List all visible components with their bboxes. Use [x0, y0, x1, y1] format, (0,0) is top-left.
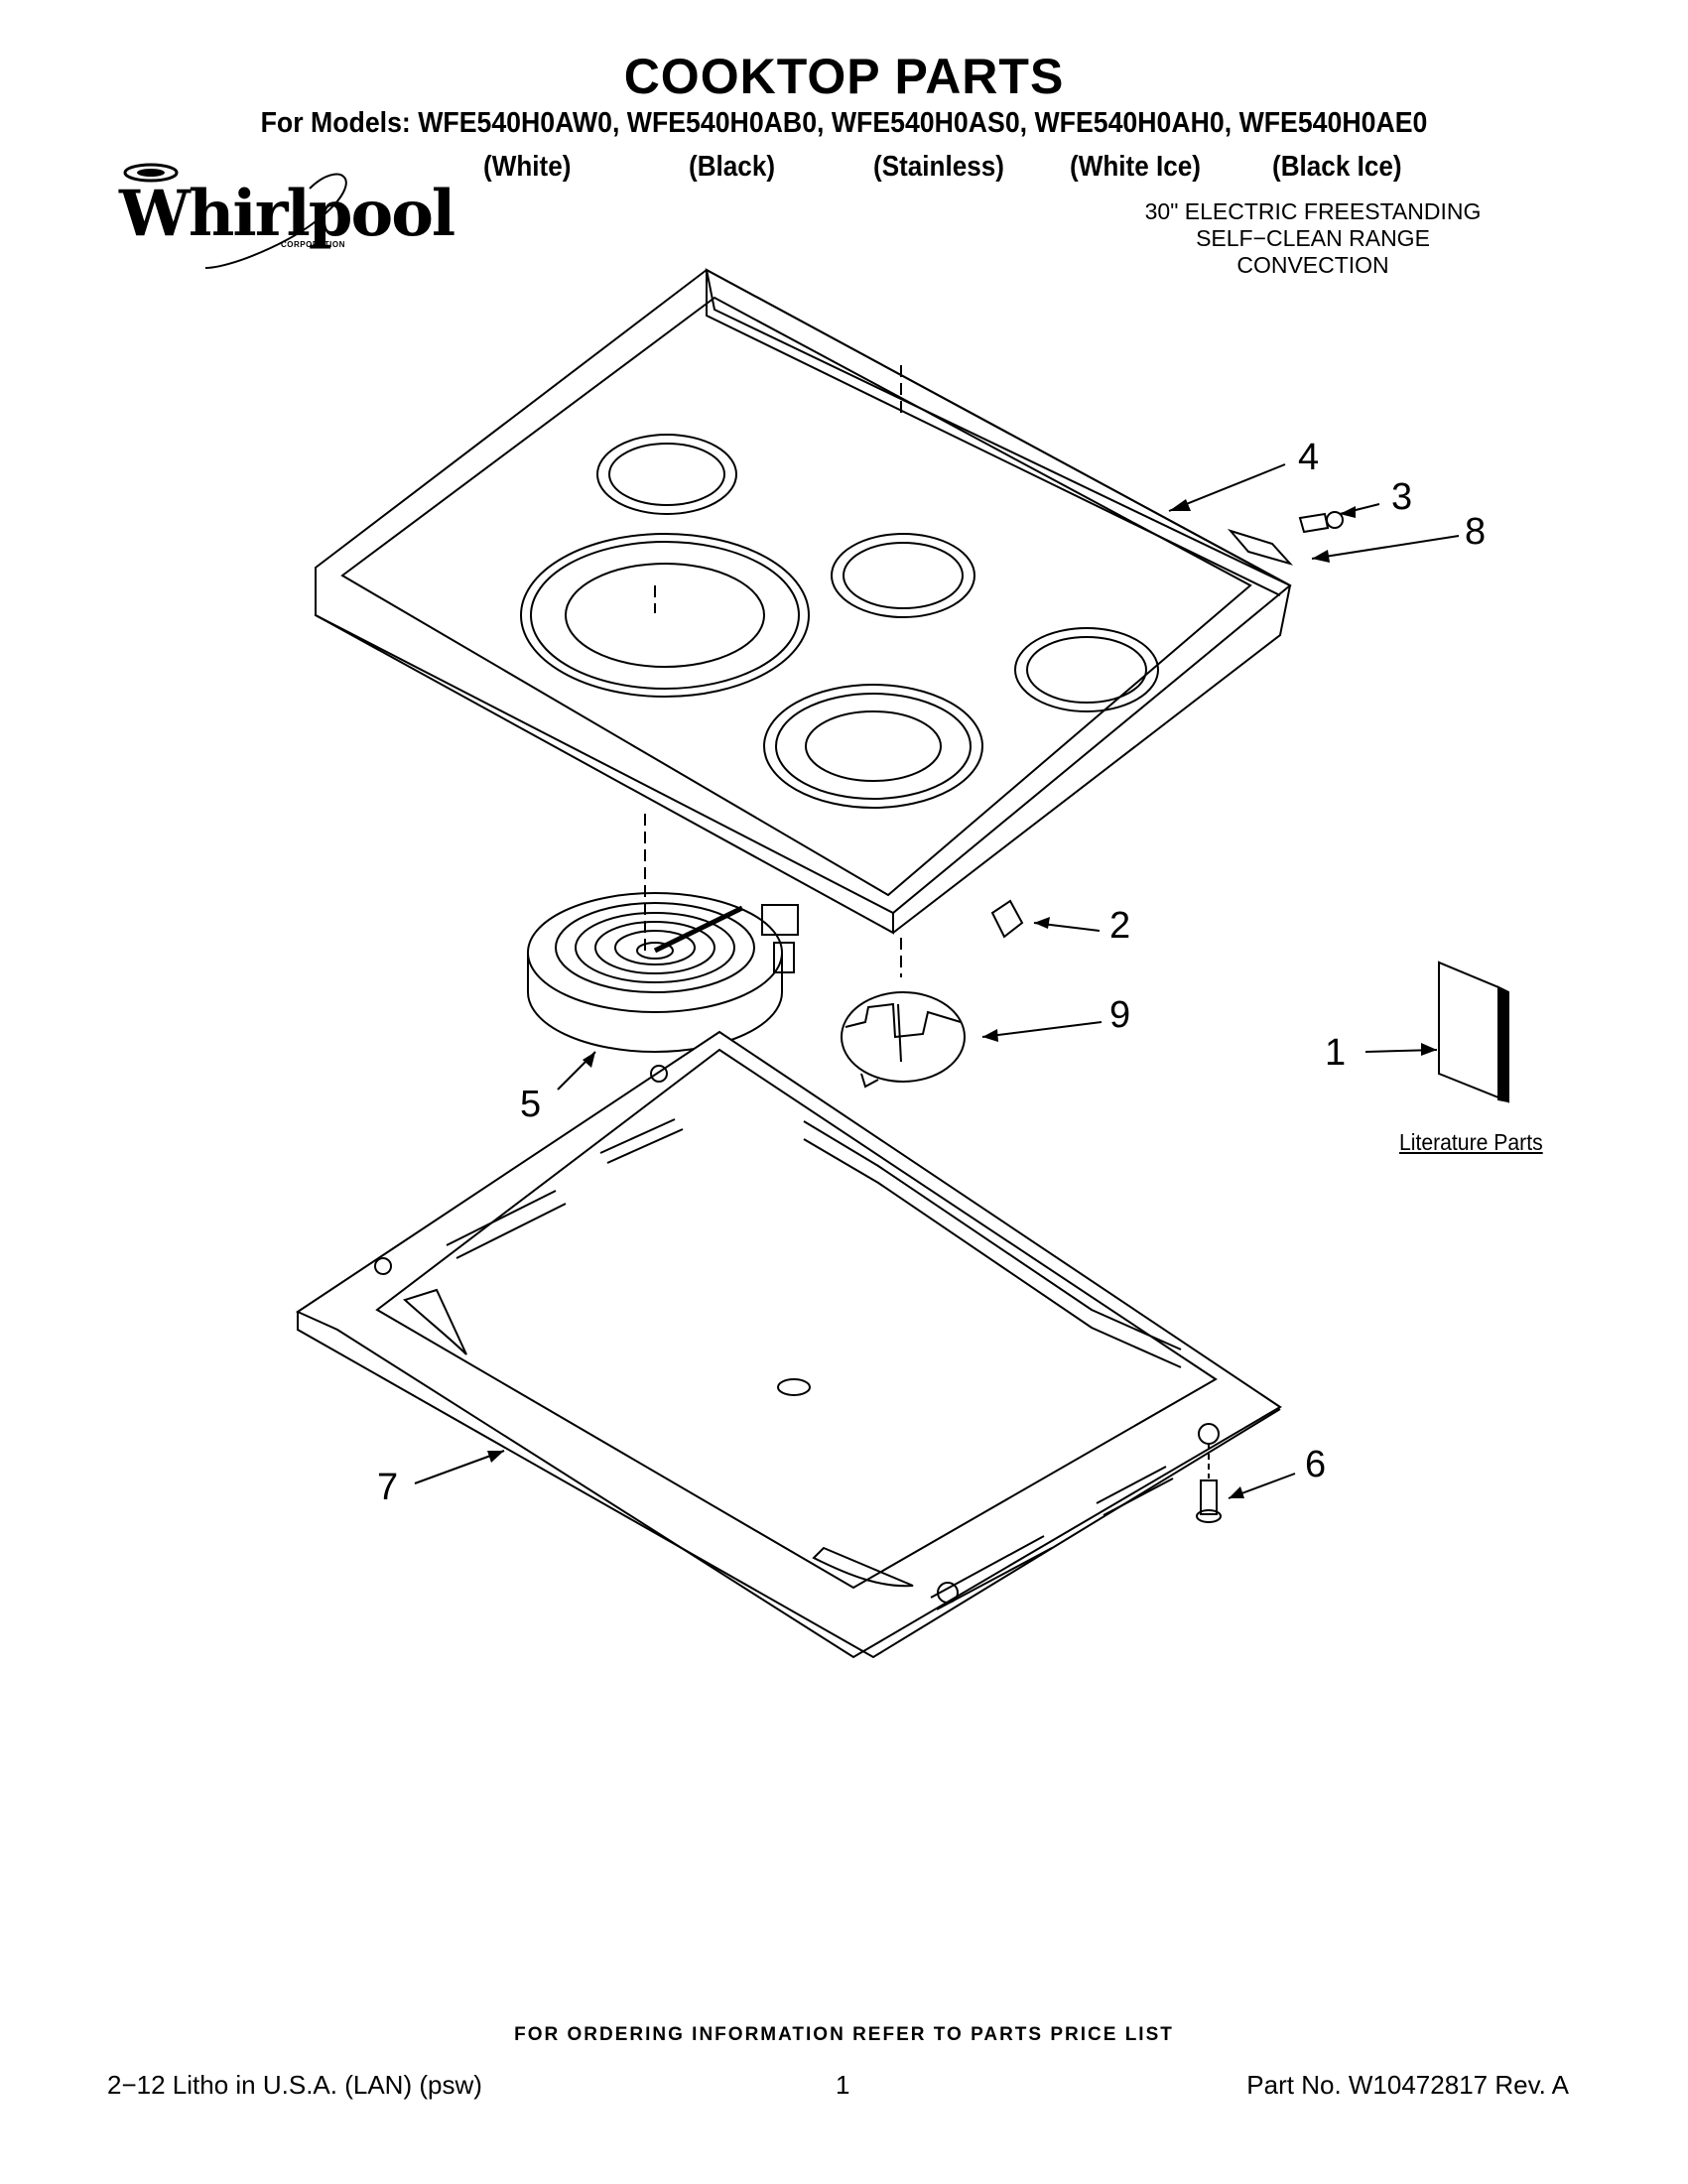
litho-info: 2−12 Litho in U.S.A. (LAN) (psw)	[107, 2070, 482, 2100]
brand-corporation: CORPORATION	[281, 240, 345, 249]
burner-box	[295, 1030, 1282, 1659]
cooktop-glass	[315, 268, 1292, 935]
description-line-3: CONVECTION	[1236, 252, 1389, 278]
models-line: For Models: WFE540H0AW0, WFE540H0AB0, WF…	[260, 107, 1428, 139]
callout-8: 8	[1465, 511, 1487, 553]
brand-logo: Whirlpool	[119, 177, 455, 251]
callout-7: 7	[377, 1467, 399, 1508]
color-white: (White)	[483, 151, 572, 183]
whirlpool-swirl-icon	[123, 163, 347, 269]
callout-4: 4	[1298, 437, 1320, 478]
callout-1: 1	[1325, 1032, 1347, 1074]
color-black-ice: (Black Ice)	[1272, 151, 1402, 183]
leveling-screw	[1196, 1444, 1222, 1523]
page-title: COOKTOP PARTS	[623, 49, 1065, 104]
callout-3: 3	[1391, 476, 1413, 518]
literature-parts-label: Literature Parts	[1399, 1129, 1543, 1155]
callout-9: 9	[1109, 994, 1131, 1036]
arrow-heads	[487, 499, 1437, 1498]
surface-element	[527, 892, 799, 1053]
callout-5: 5	[520, 1084, 542, 1125]
ordering-note: FOR ORDERING INFORMATION REFER TO PARTS …	[514, 2024, 1174, 2045]
insulation-disk	[841, 991, 966, 1089]
color-black: (Black)	[689, 151, 776, 183]
color-stainless: (Stainless)	[873, 151, 1005, 183]
product-description: 30" ELECTRIC FREESTANDING SELF−CLEAN RAN…	[1065, 198, 1561, 279]
color-white-ice: (White Ice)	[1070, 151, 1201, 183]
callout-6: 6	[1305, 1444, 1327, 1485]
description-line-1: 30" ELECTRIC FREESTANDING	[1144, 198, 1482, 224]
part-number: Part No. W10472817 Rev. A	[1246, 2070, 1569, 2100]
literature-box	[1438, 961, 1509, 1103]
screw-bracket	[1227, 511, 1344, 566]
description-line-2: SELF−CLEAN RANGE	[1196, 225, 1430, 251]
page-number: 1	[836, 2070, 850, 2100]
callout-2: 2	[1109, 905, 1131, 947]
clip	[990, 899, 1024, 939]
